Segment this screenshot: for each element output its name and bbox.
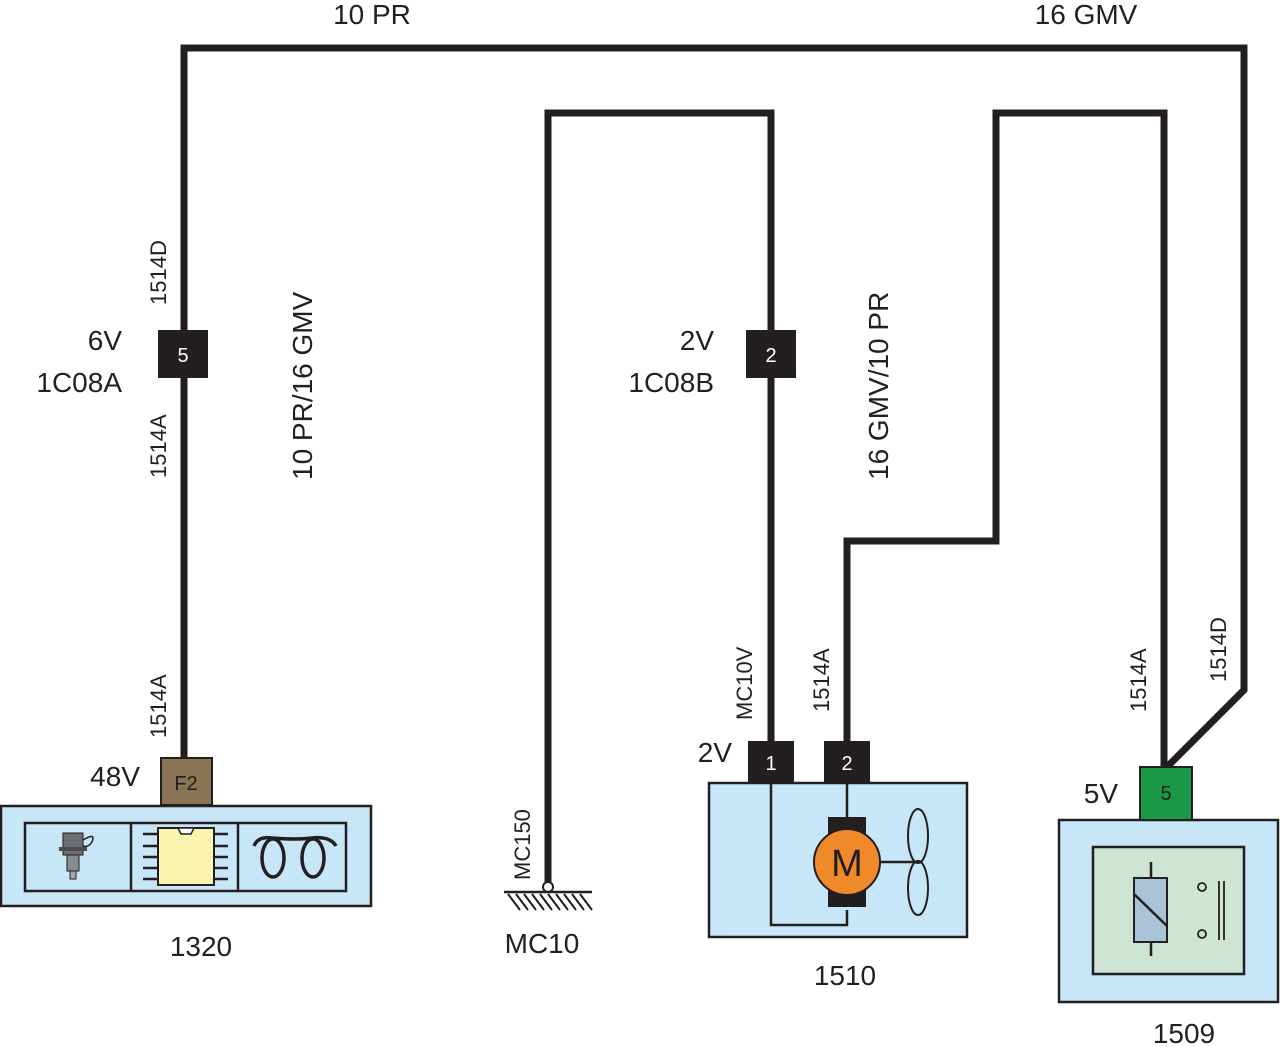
connector-f2[interactable]: F2: [160, 757, 213, 806]
connector-1510-pin2-label: 2: [841, 753, 852, 775]
connector-1c08b-pin: 2: [765, 345, 776, 367]
wire-10pr-16gmv-top: [180, 44, 1248, 771]
motor-icon: M: [813, 817, 881, 907]
connector-1c08b-id: 1C08B: [628, 367, 714, 398]
connector-1510-pin2[interactable]: 2: [824, 741, 870, 783]
component-1320[interactable]: [0, 804, 373, 908]
motor-label: M: [831, 843, 863, 885]
connector-1c08b-voltage: 2V: [680, 325, 715, 356]
wire-label-1514a-1510: 1514A: [809, 648, 834, 712]
ground-mc10[interactable]: [504, 881, 593, 911]
chip-icon: [143, 827, 228, 886]
coil-icon: [252, 835, 338, 879]
connector-1c08a-id: 1C08A: [36, 367, 122, 398]
component-1510[interactable]: M: [707, 781, 969, 939]
wire-label-1514a-left: 1514A: [146, 414, 171, 478]
wire-label-1514d-left: 1514D: [146, 240, 171, 305]
ground-hatch-icon: [507, 893, 593, 911]
connector-1509-pin5[interactable]: 5: [1139, 766, 1193, 821]
connector-1510-pin1[interactable]: 1: [748, 741, 794, 783]
component-1509[interactable]: [1057, 818, 1280, 1004]
component-1510-id: 1510: [814, 960, 876, 991]
relay-coil-icon: [1133, 862, 1168, 956]
connector-1c08a-pin: 5: [177, 345, 188, 367]
wire-label-10pr-16gmv: 10 PR/16 GMV: [287, 291, 318, 480]
ground-mc10-id: MC10: [505, 928, 580, 959]
wire-label-16gmv: 16 GMV: [1035, 0, 1138, 30]
component-1320-id: 1320: [170, 931, 232, 962]
component-1320-voltage: 48V: [90, 761, 140, 792]
connector-1c08a-voltage: 6V: [88, 325, 123, 356]
connector-1510-pin1-label: 1: [765, 753, 776, 775]
wire-mc150-mc10v: [544, 109, 775, 882]
wire-label-1514a-1320: 1514A: [146, 674, 171, 738]
connector-f2-pin: F2: [174, 773, 197, 795]
fan-icon: [907, 808, 929, 916]
component-1510-voltage: 2V: [698, 737, 733, 768]
wire-label-1514d-1509: 1514D: [1206, 617, 1231, 682]
component-1509-id: 1509: [1153, 1018, 1215, 1047]
wire-label-mc150: MC150: [510, 809, 535, 880]
wire-label-mc10v: MC10V: [732, 646, 757, 720]
wire-label-1514a-1509: 1514A: [1126, 648, 1151, 712]
connector-1c08b[interactable]: 2: [746, 330, 796, 378]
connector-1c08a[interactable]: 5: [158, 330, 208, 378]
component-1509-voltage: 5V: [1084, 778, 1119, 809]
wire-label-10pr: 10 PR: [333, 0, 411, 30]
wire-label-16gmv-10pr: 16 GMV/10 PR: [863, 292, 894, 480]
relay-contact-icon: [1197, 881, 1225, 940]
wire-1514a-motor: [843, 109, 1168, 768]
sensor-icon: [59, 832, 94, 880]
connector-1509-pin: 5: [1160, 783, 1171, 805]
